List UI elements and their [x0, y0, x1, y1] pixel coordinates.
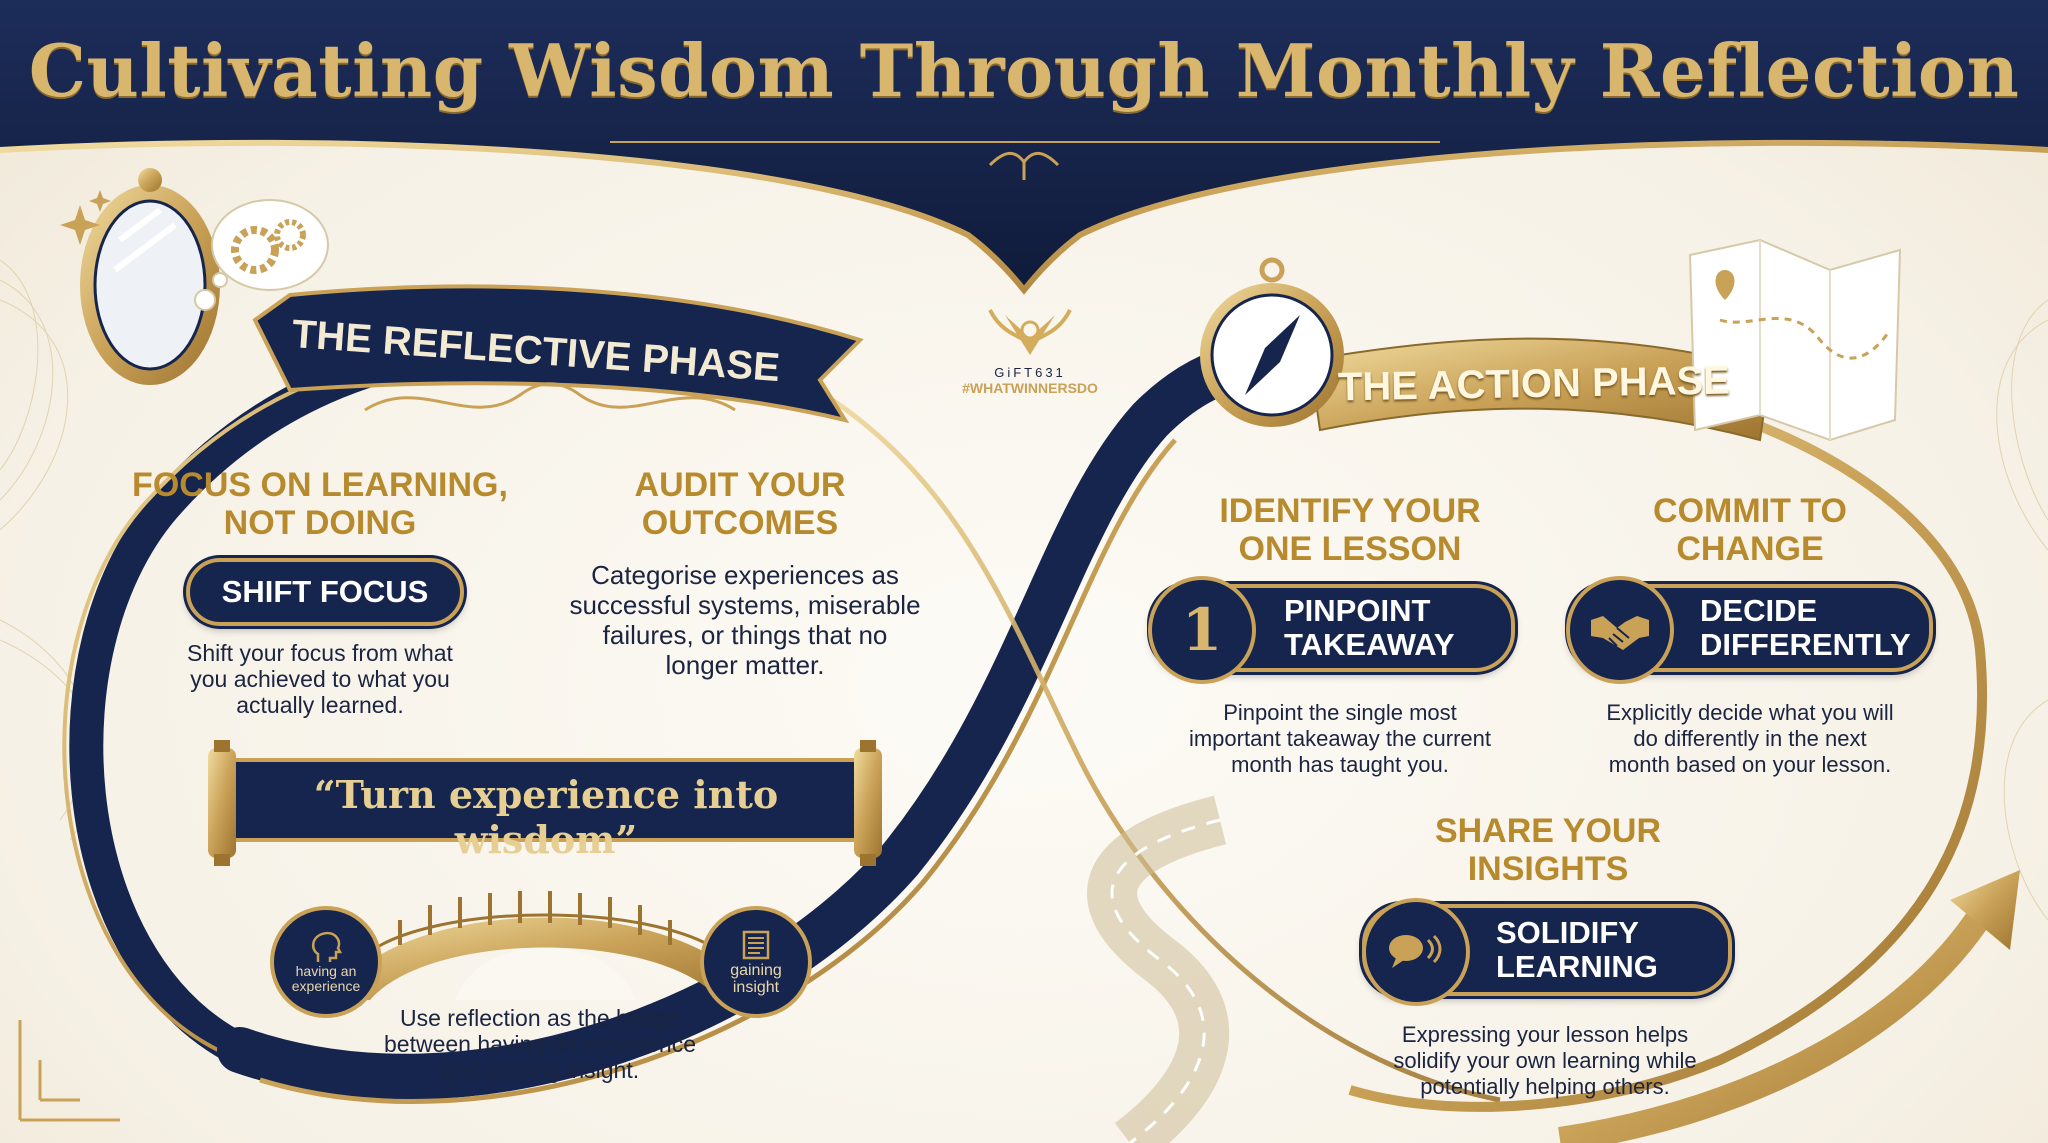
brand-tag: #WHATWINNERSDO	[962, 380, 1098, 396]
header-band	[0, 0, 2048, 290]
header-gold-edge	[0, 139, 2048, 295]
corner-ornament	[18, 1020, 120, 1122]
experience-badge: having an experience	[270, 906, 382, 1018]
road	[1087, 795, 1230, 1143]
bridge	[330, 891, 760, 1000]
focus-heading: FOCUS ON LEARNING, NOT DOING	[132, 466, 508, 542]
commit-heading: COMMIT TO CHANGE	[1653, 492, 1847, 568]
quote-text: “Turn experience into wisdom”	[313, 772, 779, 862]
handshake-icon	[1591, 616, 1649, 650]
speech-bubble-icon	[1389, 934, 1442, 968]
road-dashes	[1110, 818, 1221, 1143]
insight-badge: gaining insight	[700, 906, 812, 1018]
lesson-text: Pinpoint the single most important takea…	[1188, 700, 1492, 777]
commit-text: Explicitly decide what you will do diffe…	[1606, 700, 1894, 777]
quote-scroll	[208, 740, 882, 866]
ribbon-center-gold	[259, 438, 1177, 1104]
shift-focus-pill: SHIFT FOCUS	[186, 558, 464, 626]
page-title: Cultivating Wisdom Through Monthly Refle…	[28, 28, 2020, 113]
bridge-text: Use reflection as the bridge between hav…	[383, 1005, 696, 1083]
share-text: Expressing your lesson helps solidify yo…	[1393, 1022, 1697, 1099]
action-phase-banner: THE ACTION PHASE	[1337, 358, 1731, 410]
thought-gears-icon	[194, 199, 329, 311]
scroll-icon	[742, 930, 770, 960]
lesson-heading: IDENTIFY YOUR ONE LESSON	[1219, 492, 1481, 568]
head-icon	[312, 931, 343, 962]
audit-heading: AUDIT YOUR OUTCOMES	[634, 466, 846, 542]
sparkle-icon	[60, 190, 111, 245]
filigree	[364, 382, 736, 412]
speech-badge	[1362, 898, 1470, 1006]
number-one-badge: 1	[1148, 576, 1256, 684]
brand-logo: GiFT631 #WHATWINNERSDO	[960, 300, 1100, 396]
line-ornament-right	[1996, 299, 2048, 921]
ribbon-center	[217, 342, 1343, 1100]
reflective-banner-shape	[252, 284, 864, 424]
ribbon-cross-gold	[798, 377, 1501, 1103]
arrow-up-icon	[1558, 893, 2002, 1143]
arrow-head	[1950, 870, 2020, 950]
map-icon	[1688, 238, 1902, 442]
wings-logo-icon	[988, 309, 1072, 355]
title-flourish	[988, 151, 1060, 180]
brand-name: GiFT631	[994, 365, 1066, 380]
focus-text: Shift your focus from what you achieved …	[187, 640, 453, 718]
action-banner-shape	[1308, 337, 1772, 442]
audit-text: Categorise experiences as successful sys…	[569, 560, 921, 680]
share-heading: SHARE YOUR INSIGHTS	[1434, 812, 1662, 888]
handshake-badge	[1566, 576, 1674, 684]
mirror-icon	[80, 168, 220, 385]
compass-icon	[1200, 257, 1344, 427]
